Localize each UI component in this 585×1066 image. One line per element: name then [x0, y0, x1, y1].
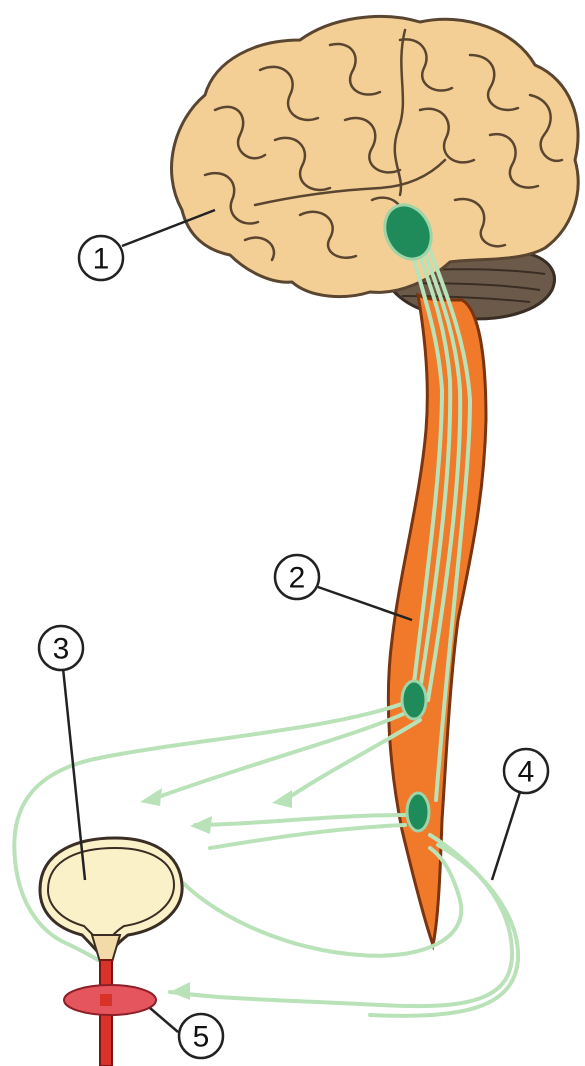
callout-2-label: 2	[289, 562, 306, 595]
callout-5: 5	[179, 1014, 223, 1058]
urethra-through-sphincter	[100, 994, 112, 1006]
callout-1-label: 1	[93, 243, 110, 276]
callout-1: 1	[79, 236, 123, 280]
bladder	[40, 838, 182, 962]
callout-4: 4	[504, 749, 548, 793]
callout-2: 2	[275, 555, 319, 599]
brain-cerebrum	[172, 16, 579, 296]
callout-4-label: 4	[518, 756, 535, 789]
callout-5-label: 5	[193, 1021, 210, 1054]
callout-3-label: 3	[53, 633, 70, 666]
callout-3: 3	[39, 626, 83, 670]
spinal-nucleus-lower	[407, 793, 429, 831]
spinal-nucleus-upper	[402, 681, 426, 719]
